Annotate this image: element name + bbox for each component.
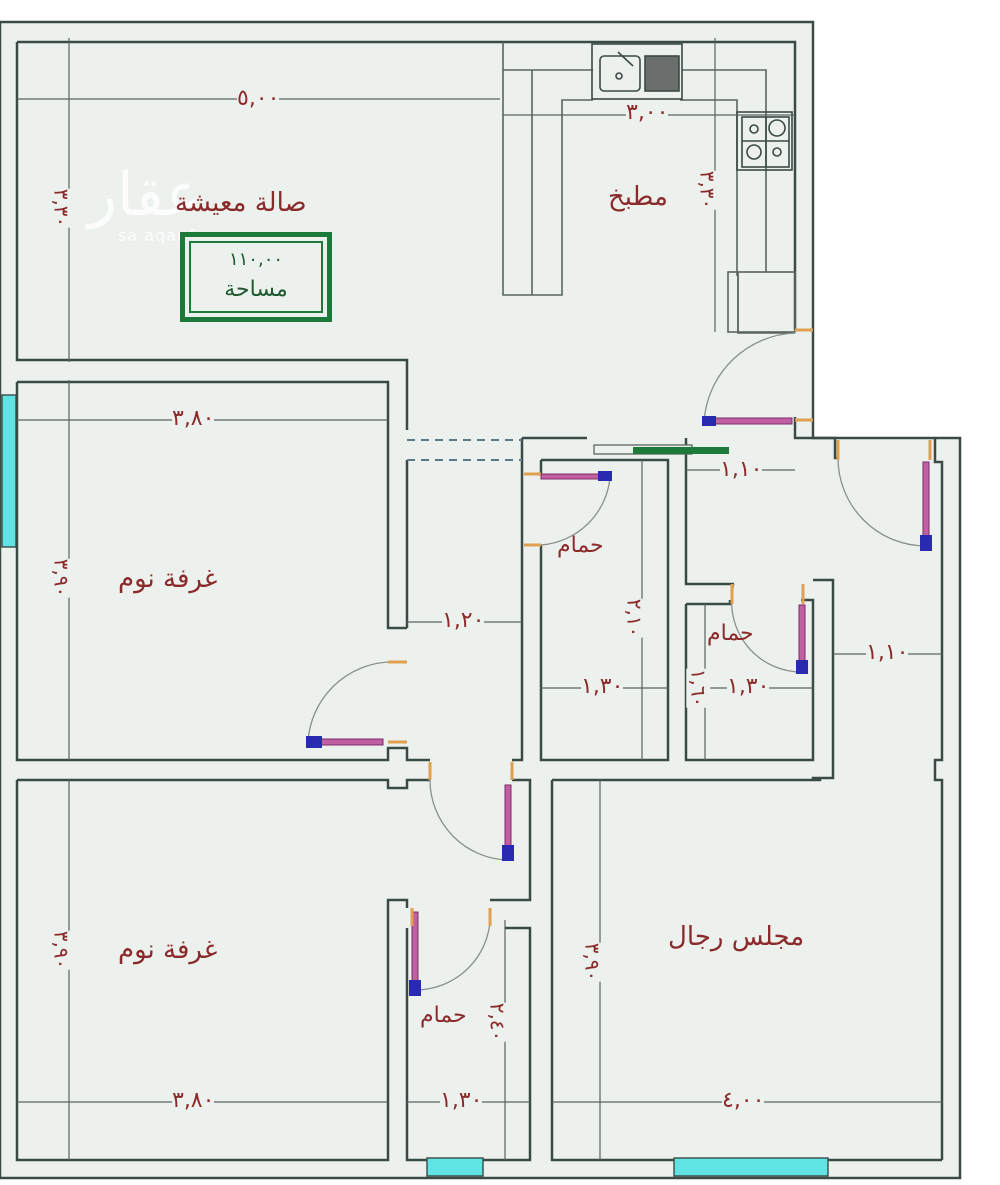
dim-bedroom1-width: ٣,٨٠ — [172, 406, 215, 431]
area-value: ١١٠,٠٠ — [228, 249, 284, 270]
area-box: ١١٠,٠٠ مساحة — [180, 232, 332, 322]
dim-bath2-width: ١,٣٠ — [727, 674, 770, 699]
room-label-living: صالة معيشة — [175, 188, 307, 218]
sink-icon — [591, 43, 683, 100]
dim-bath1-width: ١,٣٠ — [581, 674, 624, 699]
room-label-bath-1: حمام — [557, 533, 604, 558]
window-west — [1, 394, 17, 548]
dim-bedroom2-width: ٣,٨٠ — [172, 1088, 215, 1113]
area-box-inner-border — [189, 241, 323, 313]
opening-dashed — [407, 439, 522, 461]
dim-living-width: ٥,٠٠ — [237, 86, 280, 111]
dim-bedroom1-depth: ٣,٩٠ — [49, 558, 74, 598]
dim-kitchen-width: ٣,٠٠ — [626, 100, 669, 125]
area-label: مساحة — [224, 277, 288, 302]
dim-bath2-depth: ١,٦٠ — [686, 668, 711, 708]
room-label-kitchen: مطبخ — [608, 182, 668, 212]
dim-corridor-width: ١,٢٠ — [442, 608, 485, 633]
room-label-bedroom-1: غرفة نوم — [118, 564, 218, 594]
dim-kitchen-depth: ٣,٣٠ — [695, 170, 720, 210]
stove-icon — [736, 111, 793, 171]
walls — [15, 40, 944, 1162]
window-majlis — [673, 1157, 829, 1177]
doors — [306, 328, 932, 996]
entrance-sliding-door — [593, 444, 729, 455]
dim-entry-width: ١,١٠ — [720, 457, 763, 482]
dim-entry-side-width: ١,١٠ — [866, 640, 909, 665]
dim-bath1-depth: ٢,١٠ — [622, 598, 647, 638]
dim-bath3-depth: ٢,٤٠ — [485, 1002, 510, 1042]
kitchen-counters — [502, 42, 796, 334]
dim-living-depth: ٣,٣٠ — [49, 188, 74, 228]
windows — [1, 394, 829, 1177]
watermark-logo: عقار — [88, 160, 202, 230]
dim-majlis-width: ٤,٠٠ — [722, 1088, 765, 1113]
window-bath3 — [426, 1157, 484, 1177]
dim-bath3-width: ١,٣٠ — [440, 1088, 483, 1113]
room-label-majlis: مجلس رجال — [668, 922, 805, 952]
room-label-bath-3: حمام — [420, 1003, 467, 1028]
dim-majlis-depth: ٣,٩٠ — [580, 942, 605, 982]
dim-bedroom2-depth: ٣,٩٠ — [49, 930, 74, 970]
room-label-bedroom-2: غرفة نوم — [118, 935, 218, 965]
room-label-bath-2: حمام — [707, 621, 754, 646]
